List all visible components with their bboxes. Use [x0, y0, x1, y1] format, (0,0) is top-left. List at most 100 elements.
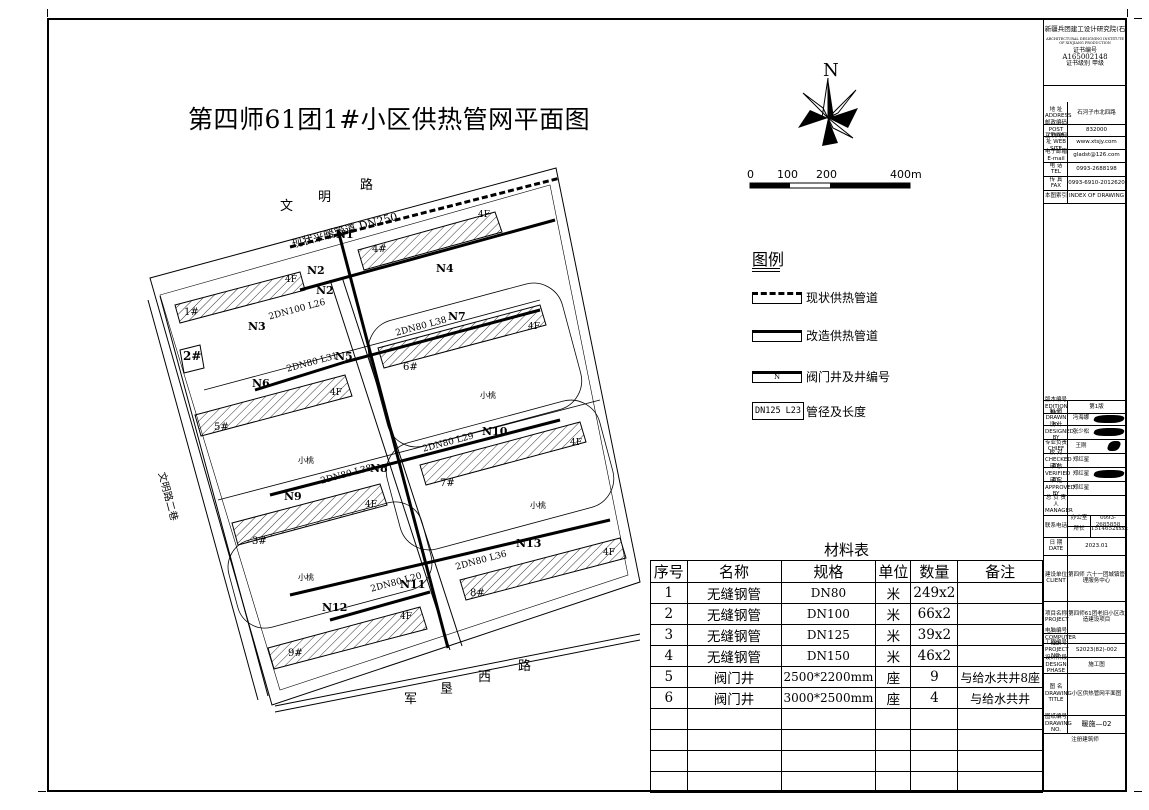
tb-value: www.xtsjy.com	[1076, 139, 1117, 146]
materials-cell: 39x2	[910, 624, 959, 646]
edge-tick	[1134, 791, 1142, 792]
tb-value: 暖施—02	[1081, 719, 1112, 728]
road-north-char: 文	[280, 199, 294, 214]
road-south-char: 西	[478, 670, 492, 685]
tb-label: 办公室	[1068, 515, 1091, 527]
materials-cell: DN80	[780, 582, 877, 604]
tb-label: 校 对 CHECKED BY	[1045, 450, 1072, 470]
materials-cell	[686, 708, 782, 730]
building-4	[357, 211, 503, 271]
floor-label: 4F	[330, 388, 342, 398]
tb-value: 石河子市北四路	[1077, 109, 1116, 116]
tb-label: 建设单位 CLIENT	[1045, 555, 1068, 601]
node-label: N3	[248, 320, 266, 333]
scale-tick: 0	[747, 168, 754, 181]
tb-value: gladst@126.com	[1073, 152, 1120, 159]
tb-value: 0993-2685858	[1091, 515, 1125, 528]
floor-label: 4F	[400, 612, 412, 622]
materials-cell	[780, 708, 877, 730]
tb-label: 工程编号 PROJECT NO.	[1045, 640, 1069, 660]
existing-pipe-symbol	[752, 292, 802, 304]
certificate-no: A165002148	[1062, 53, 1108, 61]
legend-underline	[752, 268, 780, 272]
tb-label: 制 图 DRAWN BY	[1045, 408, 1068, 428]
road-south-char: 路	[518, 659, 532, 674]
materials-cell	[957, 645, 1043, 667]
tb-value: 2023.01	[1085, 542, 1108, 549]
tb-edition: 版本编号 EDITION NO.第1版	[1044, 397, 1126, 416]
node-label: N4	[436, 262, 454, 275]
node-label: N8	[370, 462, 388, 475]
title-block: 新疆兵团建工设计研究院(石 ARCHITECTURAL DESIGNING IN…	[1043, 20, 1128, 790]
node-label: N1	[336, 228, 354, 241]
materials-cell	[875, 729, 912, 751]
materials-cell: DN125	[780, 624, 877, 646]
small-label: 小桃	[298, 456, 314, 465]
signature-icon	[1106, 441, 1122, 454]
materials-cell	[957, 603, 1043, 625]
materials-empty-row	[650, 729, 1043, 751]
tb-label: 设 计 DESIGNED BY	[1045, 422, 1074, 442]
building-9	[267, 606, 428, 670]
floor-label: 4F	[478, 210, 490, 220]
materials-cell	[650, 729, 688, 751]
materials-cell: 3000*2500mm	[780, 687, 877, 709]
materials-cell: 米	[875, 582, 912, 604]
tb-label: 审 定 APPROVED BY	[1045, 478, 1075, 498]
compass-north: N	[823, 60, 839, 81]
materials-cell: 2500*2200mm	[780, 666, 877, 688]
tb-value: INDEX OF DRAWING	[1069, 193, 1124, 200]
valve-well-symbol: N	[752, 371, 802, 383]
node-label: N13	[516, 537, 542, 550]
materials-cell: 座	[875, 666, 912, 688]
materials-cell	[650, 708, 688, 730]
materials-cell: 与给水共井8座	[957, 666, 1043, 688]
node-label: N9	[284, 490, 302, 503]
site-boundary	[149, 167, 641, 706]
tb-value: 0993-6910-2012620	[1068, 179, 1125, 186]
materials-cell: 1	[650, 582, 688, 604]
materials-cell	[650, 771, 688, 793]
materials-cell	[650, 750, 688, 772]
certificate-label: 证书编号	[1072, 46, 1097, 54]
materials-cell: 无缝钢管	[686, 624, 782, 646]
floor-label: 4F	[285, 275, 297, 285]
road-south-char: 军	[404, 692, 418, 707]
materials-cell	[957, 729, 1043, 751]
materials-cell	[910, 771, 959, 793]
legend-item-existing: 现状供热管道	[752, 288, 1012, 310]
legend-item-new: 改造供热管道	[752, 326, 1012, 348]
tb-value: 1514652xxxx	[1091, 526, 1128, 532]
small-label: 小桃	[530, 501, 546, 510]
building-label: 3#	[252, 536, 267, 547]
building-label: 7#	[440, 478, 455, 489]
tb-label: 电子邮箱 E-mail	[1045, 149, 1068, 162]
legend-label: 改造供热管道	[806, 329, 879, 343]
tb-value: S2023(82)-002	[1075, 646, 1118, 653]
materials-cell	[780, 771, 877, 793]
tb-value: 冯海娜	[1072, 415, 1090, 422]
road-south-char: 垦	[440, 682, 454, 697]
tb-company: 新疆兵团建工设计研究院(石 ARCHITECTURAL DESIGNING IN…	[1044, 20, 1126, 86]
materials-cell: 5	[650, 666, 688, 688]
building-3	[231, 483, 388, 546]
tb-drawing-no: 图纸编号 DRAWING NO.暖施—02	[1044, 714, 1126, 734]
company-name-en: ARCHITECTURAL DESIGNING INSTITUTE OF XIN…	[1046, 36, 1124, 45]
tb-label: 设计阶段 DESIGN PHASE	[1045, 655, 1068, 675]
materials-cell: 阀门井	[686, 666, 782, 688]
legend-label: 现状供热管道	[806, 291, 879, 305]
drawing-frame	[47, 18, 1127, 792]
materials-cell: 4	[650, 645, 688, 667]
materials-cell: 9	[910, 666, 959, 688]
building-label: 6#	[403, 362, 418, 373]
tb-value: 郑红星	[1072, 484, 1090, 491]
legend-item-diameter: DN125 L23 管径及长度	[752, 402, 1012, 424]
tb-label: 地 址 ADDRESS	[1045, 102, 1072, 124]
diameter-symbol: DN125 L23	[752, 402, 804, 420]
